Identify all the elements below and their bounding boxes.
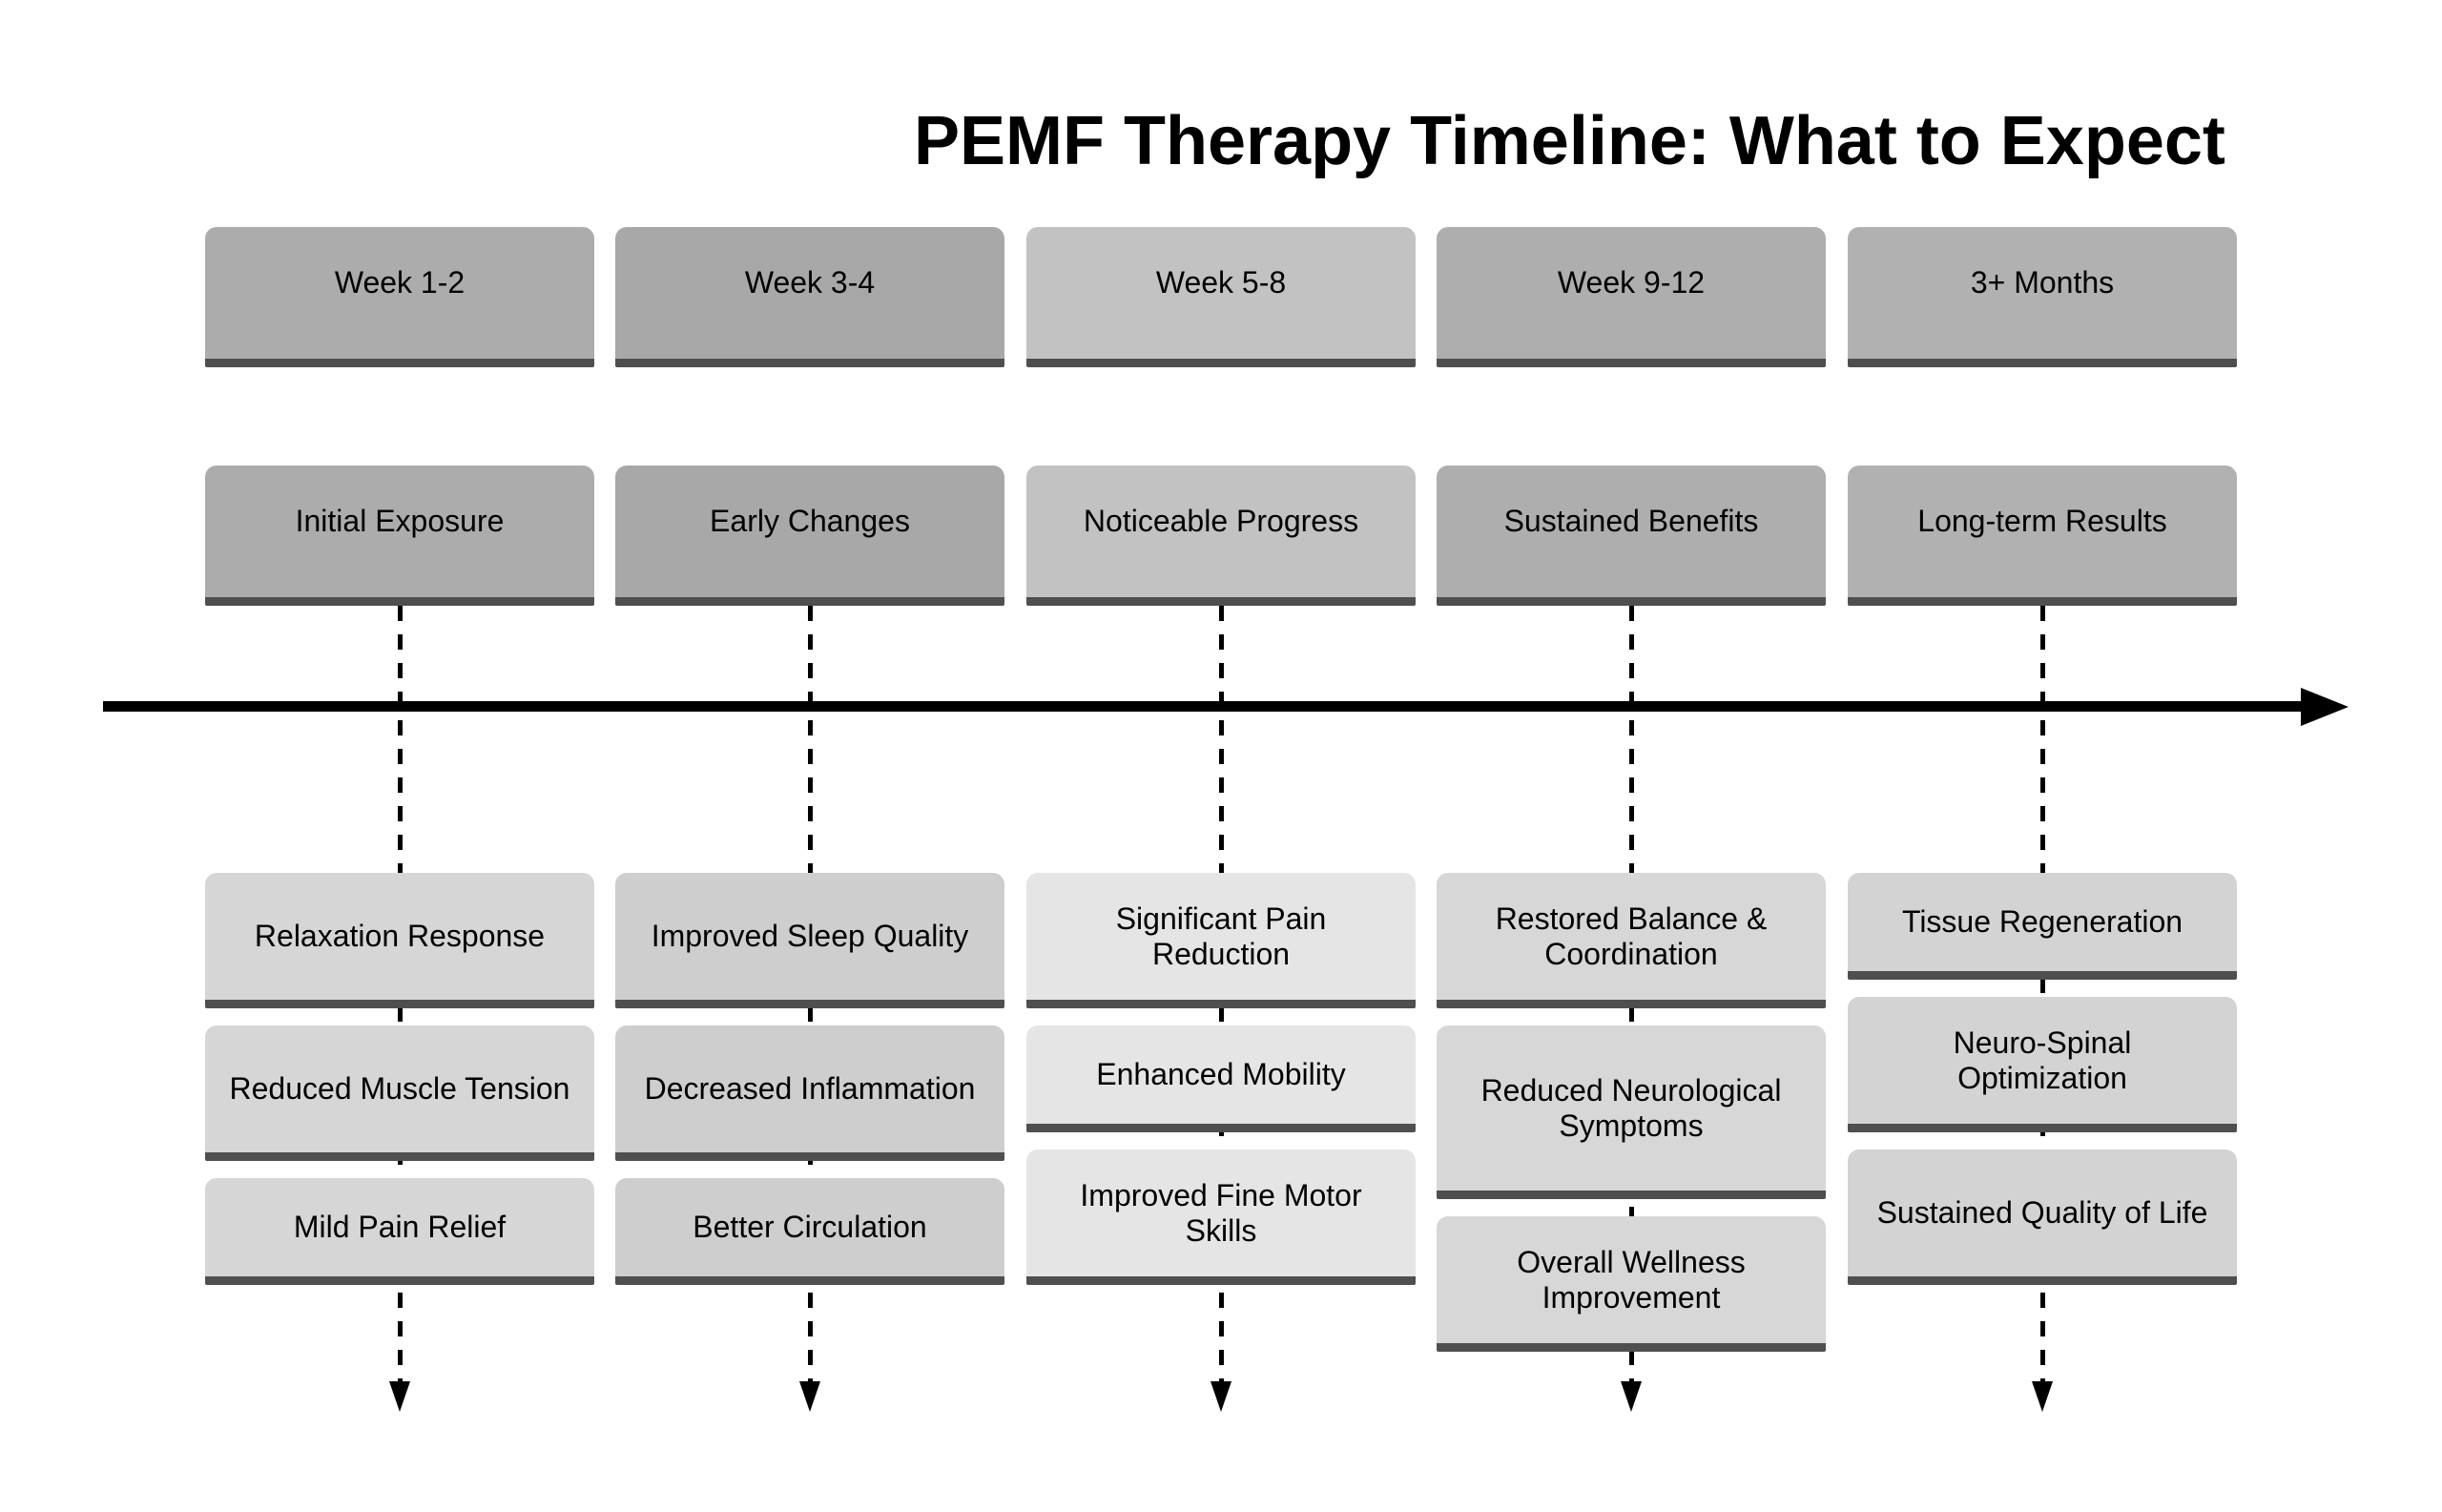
stage-box: Noticeable Progress (1026, 466, 1416, 606)
benefit-box: Improved Sleep Quality (615, 873, 1004, 1008)
benefit-label: Mild Pain Relief (293, 1210, 507, 1244)
timeline-axis-line (103, 701, 2301, 712)
benefit-label: Improved Fine Motor Skills (1080, 1177, 1362, 1248)
connector-arrowhead-icon (2032, 1381, 2053, 1412)
week-header-box: Week 9-12 (1437, 227, 1826, 367)
week-header-label: Week 5-8 (1155, 265, 1287, 300)
stage-label: Sustained Benefits (1503, 504, 1759, 538)
benefit-box: Better Circulation (615, 1178, 1004, 1285)
week-header-box: Week 1-2 (205, 227, 594, 367)
benefit-label: Better Circulation (693, 1210, 927, 1244)
stage-box: Initial Exposure (205, 466, 594, 606)
benefit-box: Reduced Muscle Tension (205, 1025, 594, 1161)
week-header-label: Week 9-12 (1557, 265, 1706, 300)
benefit-label: Decreased Inflammation (644, 1071, 976, 1106)
stage-box: Early Changes (615, 466, 1004, 606)
week-header-box: Week 3-4 (615, 227, 1004, 367)
stage-label: Noticeable Progress (1083, 504, 1359, 538)
timeline-axis-arrowhead-icon (2301, 688, 2349, 726)
week-header-box: Week 5-8 (1026, 227, 1416, 367)
connector-arrowhead-icon (1621, 1381, 1642, 1412)
benefit-label: Restored Balance & Coordination (1495, 901, 1768, 971)
benefit-label: Reduced Muscle Tension (229, 1071, 570, 1106)
benefit-label: Overall Wellness Improvement (1517, 1244, 1746, 1315)
benefit-label: Significant Pain Reduction (1115, 901, 1327, 971)
benefit-box: Improved Fine Motor Skills (1026, 1150, 1416, 1285)
benefit-box: Restored Balance & Coordination (1437, 873, 1826, 1008)
benefit-label: Enhanced Mobility (1096, 1057, 1346, 1091)
benefit-box: Tissue Regeneration (1848, 873, 2237, 980)
connector-arrowhead-icon (799, 1381, 820, 1412)
week-header-label: Week 3-4 (744, 265, 876, 300)
benefit-label: Relaxation Response (254, 919, 546, 953)
benefit-label: Reduced Neurological Symptoms (1480, 1072, 1782, 1143)
benefit-box: Mild Pain Relief (205, 1178, 594, 1285)
stage-box: Long-term Results (1848, 466, 2237, 606)
stage-box: Sustained Benefits (1437, 466, 1826, 606)
stage-label: Long-term Results (1917, 504, 2167, 538)
stage-label: Early Changes (710, 504, 910, 538)
benefit-box: Neuro-Spinal Optimization (1848, 997, 2237, 1132)
benefit-box: Sustained Quality of Life (1848, 1150, 2237, 1285)
connector-dashed-line (2039, 606, 2045, 1381)
benefit-box: Relaxation Response (205, 873, 594, 1008)
week-header-label: Week 1-2 (334, 265, 466, 300)
benefit-label: Sustained Quality of Life (1876, 1195, 2208, 1230)
week-header-box: 3+ Months (1848, 227, 2237, 367)
stage-label: Initial Exposure (295, 504, 505, 538)
benefit-box: Enhanced Mobility (1026, 1025, 1416, 1132)
benefit-box: Decreased Inflammation (615, 1025, 1004, 1161)
diagram-title: PEMF Therapy Timeline: What to Expect (914, 103, 2225, 179)
week-header-label: 3+ Months (1970, 265, 2115, 300)
benefit-label: Tissue Regeneration (1901, 904, 2183, 939)
connector-arrowhead-icon (1211, 1381, 1231, 1412)
benefit-label: Neuro-Spinal Optimization (1953, 1025, 2132, 1095)
benefit-box: Overall Wellness Improvement (1437, 1216, 1826, 1352)
connector-arrowhead-icon (389, 1381, 410, 1412)
benefit-label: Improved Sleep Quality (651, 919, 969, 953)
benefit-box: Reduced Neurological Symptoms (1437, 1025, 1826, 1199)
benefit-box: Significant Pain Reduction (1026, 873, 1416, 1008)
